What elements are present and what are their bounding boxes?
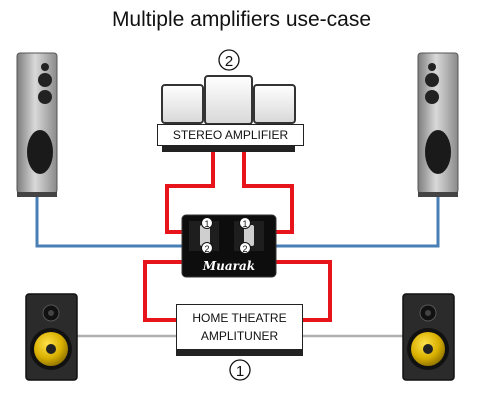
svg-text:1: 1	[242, 219, 247, 229]
stereo-number-badge: 2	[218, 49, 240, 71]
home-theatre-number-badge: 1	[229, 359, 251, 381]
left-studio-monitor	[25, 293, 78, 381]
stereo-amplifier-label: STEREO AMPLIFIER	[157, 124, 304, 146]
home-theatre-label: HOME THEATRE AMPLITUNER	[176, 304, 303, 350]
left-tower-speaker	[16, 52, 58, 197]
diagram-title: Multiple amplifiers use-case	[111, 8, 372, 31]
switch-box: 1 1 2 2 Muarak	[181, 214, 277, 278]
signal-wires	[143, 152, 332, 322]
svg-text:2: 2	[225, 53, 233, 70]
right-studio-monitor	[402, 293, 455, 381]
svg-text:1: 1	[204, 219, 209, 229]
home-theatre-label-line1: HOME THEATRE	[192, 311, 287, 325]
stereo-amplifier	[161, 75, 296, 152]
home-theatre-amplifier	[176, 350, 303, 356]
svg-text:1: 1	[236, 363, 244, 380]
right-tower-speaker	[417, 52, 459, 197]
svg-text:2: 2	[204, 244, 209, 254]
svg-text:Muarak: Muarak	[202, 259, 255, 273]
home-theatre-label-line2: AMPLITUNER	[200, 329, 279, 343]
svg-text:2: 2	[242, 244, 247, 254]
speaker-wires	[35, 196, 440, 248]
